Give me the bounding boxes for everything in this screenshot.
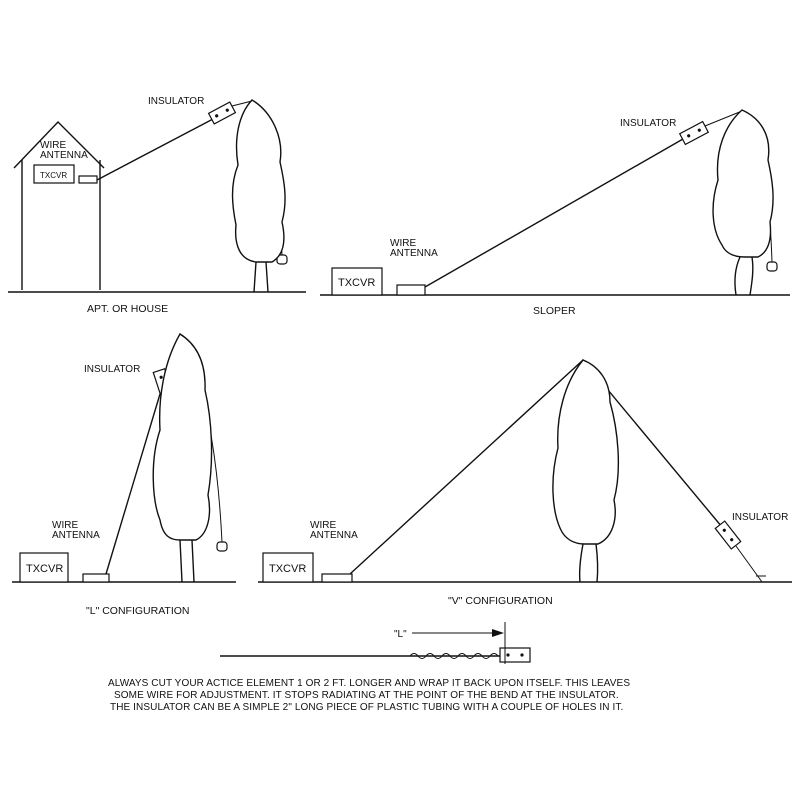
l-txcvr-box [19,552,69,583]
v-caption: "V" CONFIGURATION [448,595,553,607]
v-wire-label: WIRE [310,520,336,531]
v-antenna-label: ANTENNA [310,530,358,541]
panel-house: TXCVR INSULATOR WIRE ANTENNA APT. OR HOU… [8,96,306,315]
house-insulator-label: INSULATOR [148,96,204,107]
house-caption: APT. OR HOUSE [87,303,168,315]
house-insulator [207,101,237,125]
l-weight [216,541,228,552]
v-feed-box [321,573,353,583]
house-tree-canopy [231,99,286,263]
l-antenna-label: ANTENNA [52,530,100,541]
l-txcvr-label: TXCVR [26,563,63,575]
house-walls [21,160,101,290]
house-txcvr-label: TXCVR [40,171,67,180]
detail-insulator [499,647,531,663]
note-line-3: THE INSULATOR CAN BE A SIMPLE 2" LONG PI… [110,702,623,713]
house-tree-trunk [253,261,269,293]
sloper-txcvr-box [331,267,383,296]
house-feed-box [78,175,98,184]
l-insulator-label: INSULATOR [84,364,140,375]
house-weight [276,254,288,265]
sloper-tree-canopy [712,109,774,258]
l-wire [105,393,161,575]
detail-arrowhead [492,629,504,637]
l-caption: "L" CONFIGURATION [86,605,190,617]
sloper-antenna-label: ANTENNA [390,248,438,259]
l-tree-canopy [152,333,213,541]
note-line-1: ALWAYS CUT YOUR ACTICE ELEMENT 1 OR 2 FT… [108,678,630,689]
sloper-tree-trunk [734,256,754,296]
note-line-2: SOME WIRE FOR ADJUSTMENT. IT STOPS RADIA… [114,690,619,701]
v-insulator [714,520,742,550]
house-antenna-label: ANTENNA [40,150,88,161]
sloper-weight [766,261,778,272]
sloper-wire [424,138,684,288]
panel-v-config: TXCVR INSULATOR WIRE ANTENNA "V" CONFIGU… [258,358,792,607]
detail-insulator-hole-1 [506,653,510,657]
sloper-wire-label: WIRE [390,238,416,249]
panel-sloper: TXCVR INSULATOR WIRE ANTENNA SLOPER [320,109,790,317]
sloper-feed-box [396,284,426,296]
l-wire-label: WIRE [52,520,78,531]
v-insulator-label: INSULATOR [732,512,788,523]
house-wire-label: WIRE [40,140,66,151]
detail-wrapped-wire [409,653,499,659]
sloper-txcvr-label: TXCVR [338,277,375,289]
v-anchor [735,545,766,583]
house-txcvr-box [33,164,75,184]
wrap-detail: "L" [220,622,531,664]
v-tree-trunk [578,543,599,583]
detail-insulator-hole-2 [520,653,524,657]
note: ALWAYS CUT YOUR ACTICE ELEMENT 1 OR 2 FT… [108,678,630,713]
sloper-insulator-label: INSULATOR [620,118,676,129]
v-txcvr-box [262,552,314,583]
house-roof [13,120,105,169]
v-tree-canopy [552,359,620,545]
house-wire [96,118,214,181]
sloper-insulator [678,120,710,146]
sloper-caption: SLOPER [533,305,576,317]
l-feed-box [82,573,110,583]
panel-l-config: TXCVR INSULATOR WIRE ANTENNA "L" CONFIGU… [12,332,236,617]
v-wire [349,358,723,575]
v-txcvr-label: TXCVR [269,563,306,575]
detail-l-label: "L" [394,629,407,640]
l-tree-trunk [179,539,195,583]
